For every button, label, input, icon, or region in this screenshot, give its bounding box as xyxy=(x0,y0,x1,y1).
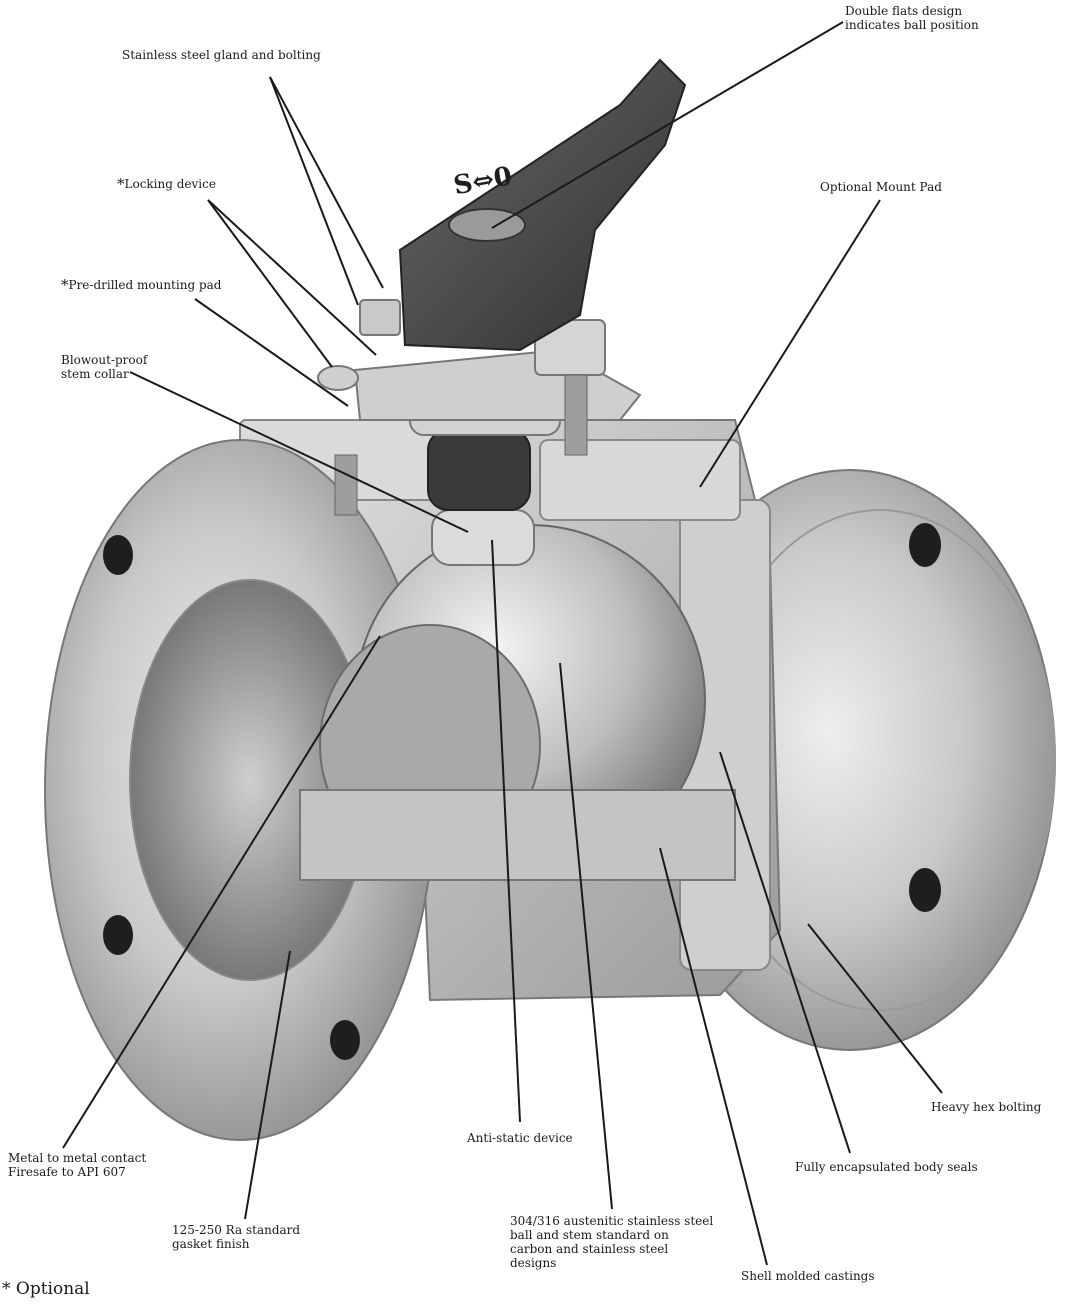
label-gland: Stainless steel gland and bolting xyxy=(122,48,321,62)
footnote: * Optional xyxy=(2,1279,90,1299)
lever-handle: S⇔0 xyxy=(398,58,687,352)
stem-assembly xyxy=(317,299,642,566)
label-predrilled-pad: *Pre-drilled mounting pad xyxy=(61,276,222,294)
label-blowout-collar: Blowout-proof stem collar xyxy=(61,353,148,381)
label-mount-pad: Optional Mount Pad xyxy=(820,180,942,194)
label-body-seals: Fully encapsulated body seals xyxy=(795,1160,978,1174)
leader-lines xyxy=(62,21,943,1266)
label-gasket-finish: 125-250 Ra standard gasket finish xyxy=(172,1223,301,1251)
label-anti-static: Anti-static device xyxy=(467,1131,573,1145)
optional-asterisk: * xyxy=(117,175,125,193)
label-shell-castings: Shell molded castings xyxy=(741,1269,875,1283)
ball xyxy=(299,524,736,881)
label-hex-bolting: Heavy hex bolting xyxy=(931,1100,1042,1114)
label-ball-stem: 304/316 austenitic stainless steel ball … xyxy=(510,1214,714,1270)
label-locking-device: *Locking device xyxy=(117,175,216,193)
label-metal-contact: Metal to metal contact Firesafe to API 6… xyxy=(8,1151,147,1179)
label-double-flats: Double flats design indicates ball posit… xyxy=(845,4,979,32)
optional-asterisk: * xyxy=(61,276,69,294)
